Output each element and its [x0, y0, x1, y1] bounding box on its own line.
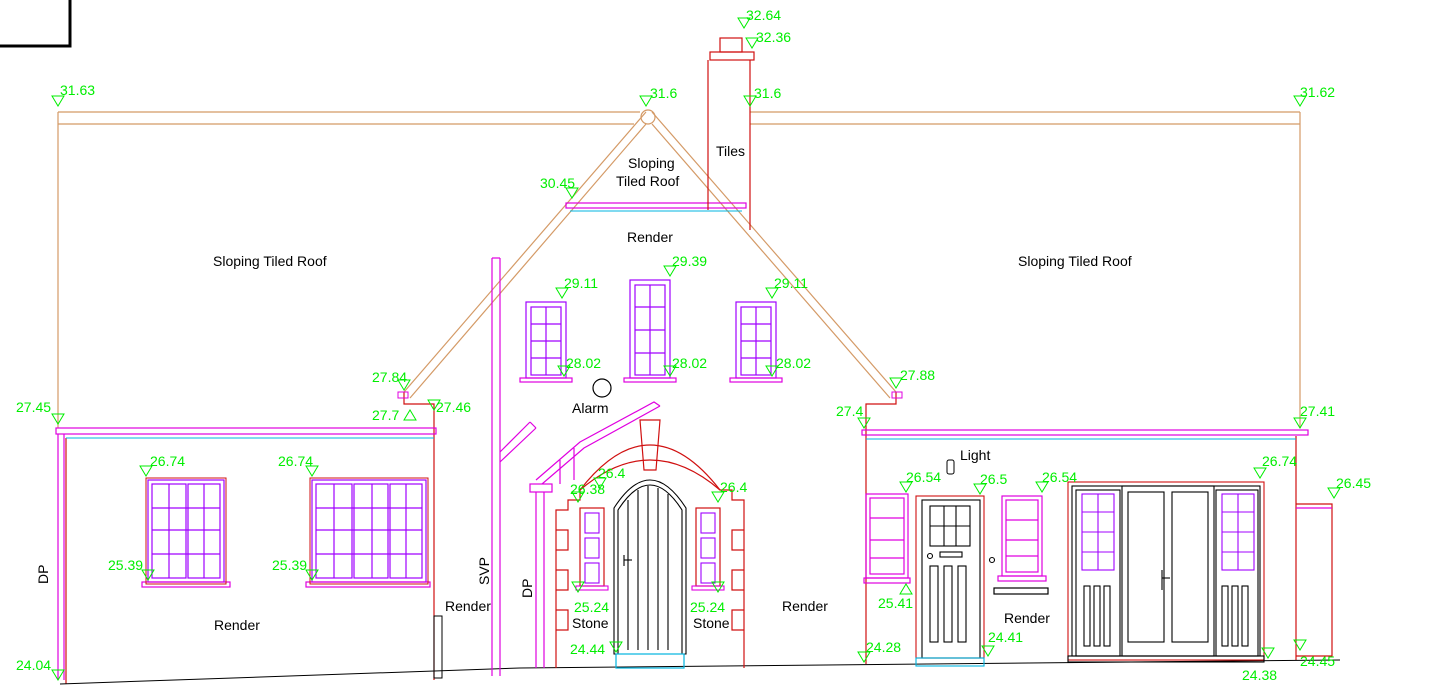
level-gwin-left-head: 29.11	[564, 275, 598, 291]
walls	[65, 392, 1333, 684]
left-wing-windows	[141, 479, 431, 588]
label-render-left: Render	[214, 617, 260, 633]
level-ridge-right: 31.62	[1300, 84, 1335, 100]
door-step	[615, 653, 685, 669]
level-arch-top: 26.4	[598, 465, 625, 481]
roof-outline	[57, 109, 1301, 428]
level-arch-win-right-head: 26.4	[720, 479, 747, 495]
level-rwin1-head: 26.54	[906, 469, 941, 485]
arched-entrance	[555, 419, 745, 668]
level-door-threshold: 24.44	[570, 641, 605, 657]
level-annex-ground: 24.45	[1300, 653, 1335, 669]
label-dp-left: DP	[35, 565, 51, 584]
level-patio-threshold: 24.38	[1242, 667, 1277, 683]
level-eave-left-wing: 27.45	[16, 399, 51, 415]
label-render-mid: Render	[782, 598, 828, 614]
level-ridge-left: 31.63	[60, 82, 95, 98]
level-step-left-top: 27.46	[436, 399, 471, 415]
level-eave-right-wing-right: 27.41	[1300, 403, 1335, 419]
level-step-left: 27.7	[372, 407, 399, 423]
arch-side-windows	[579, 507, 721, 587]
label-light: Light	[960, 447, 990, 463]
level-markers	[51, 17, 1341, 681]
label-svp: SVP	[476, 557, 492, 585]
left-wing-window-frames	[145, 477, 429, 585]
label-render-right: Render	[1004, 610, 1050, 626]
level-chimney-cap: 32.36	[756, 29, 791, 45]
label-stone-right: Stone	[693, 615, 730, 631]
level-arch-win-left-head: 26.38	[570, 481, 605, 497]
level-lwin1-head: 26.74	[150, 453, 185, 469]
chimney	[707, 37, 755, 230]
level-labels: 32.64 32.36 31.63 31.6 31.6 31.62 30.45 …	[16, 7, 1371, 683]
label-tiles: Tiles	[716, 143, 745, 159]
right-front-door	[915, 495, 996, 667]
level-annex-top: 26.45	[1336, 475, 1371, 491]
level-chimney-top: 32.64	[746, 7, 781, 23]
label-roof-right: Sloping Tiled Roof	[1018, 253, 1132, 269]
alarm-bell	[592, 378, 612, 398]
level-eave-right-wing-left: 27.4	[836, 403, 863, 419]
arch-side-glazing	[575, 512, 725, 591]
level-gwin-right-head: 29.11	[774, 275, 808, 291]
material-labels: Sloping Tiled Roof Sloping Tiled Roof Sl…	[35, 143, 1132, 633]
level-gable-apex: 31.6	[650, 85, 677, 101]
level-lwin2-head: 26.74	[278, 453, 313, 469]
label-render-mid-left: Render	[445, 598, 491, 614]
level-arch-win-left-sill: 25.24	[574, 599, 609, 615]
side-gate	[433, 615, 443, 679]
level-gwin-mid-head: 29.39	[672, 253, 707, 269]
right-wing-windows	[863, 493, 1049, 595]
arched-door	[613, 479, 687, 655]
level-rdoor-threshold: 24.41	[988, 629, 1023, 645]
label-roof-left: Sloping Tiled Roof	[213, 253, 327, 269]
level-lwin1-sill: 25.39	[108, 557, 143, 573]
level-gwin-left-sill: 28.02	[566, 355, 601, 371]
level-patio-head: 26.74	[1262, 453, 1297, 469]
level-ground-left: 24.04	[16, 657, 51, 673]
label-dp-mid: DP	[519, 579, 535, 598]
level-gable-eave-right: 27.88	[900, 367, 935, 383]
level-arch-win-right-sill: 25.24	[690, 599, 725, 615]
level-chimney-base: 31.6	[754, 85, 781, 101]
level-rwin1-sill: 25.41	[878, 595, 913, 611]
door-canopy	[535, 401, 661, 485]
label-render-gable: Render	[627, 229, 673, 245]
label-roof-gable-line1: Sloping	[628, 155, 675, 171]
level-lwin2-sill: 25.39	[272, 557, 307, 573]
gable-windows	[519, 279, 783, 383]
level-bargeboard: 30.45	[540, 175, 575, 191]
level-gable-eave-left: 27.84	[372, 369, 407, 385]
patio-side-glazing	[1081, 493, 1255, 571]
label-stone-left: Stone	[572, 615, 609, 631]
ground-line	[59, 659, 1341, 685]
title-block-corner	[0, 0, 72, 48]
level-gwin-mid-sill: 28.02	[672, 355, 707, 371]
level-rdoor-head: 26.5	[980, 471, 1007, 487]
label-roof-gable-line2: Tiled Roof	[616, 173, 679, 189]
wall-light	[946, 459, 955, 475]
downpipe-left	[57, 434, 65, 680]
gable-bargeboard	[565, 202, 747, 212]
eaves-gutters	[55, 391, 1309, 440]
downpipe-mid	[529, 483, 553, 668]
svp-pipe	[491, 257, 537, 676]
patio-doors	[1067, 481, 1265, 663]
level-rwin2-head: 26.54	[1042, 469, 1077, 485]
level-ground-right-wing: 24.28	[866, 639, 901, 655]
label-alarm: Alarm	[572, 400, 609, 416]
level-gwin-right-sill: 28.02	[776, 355, 811, 371]
